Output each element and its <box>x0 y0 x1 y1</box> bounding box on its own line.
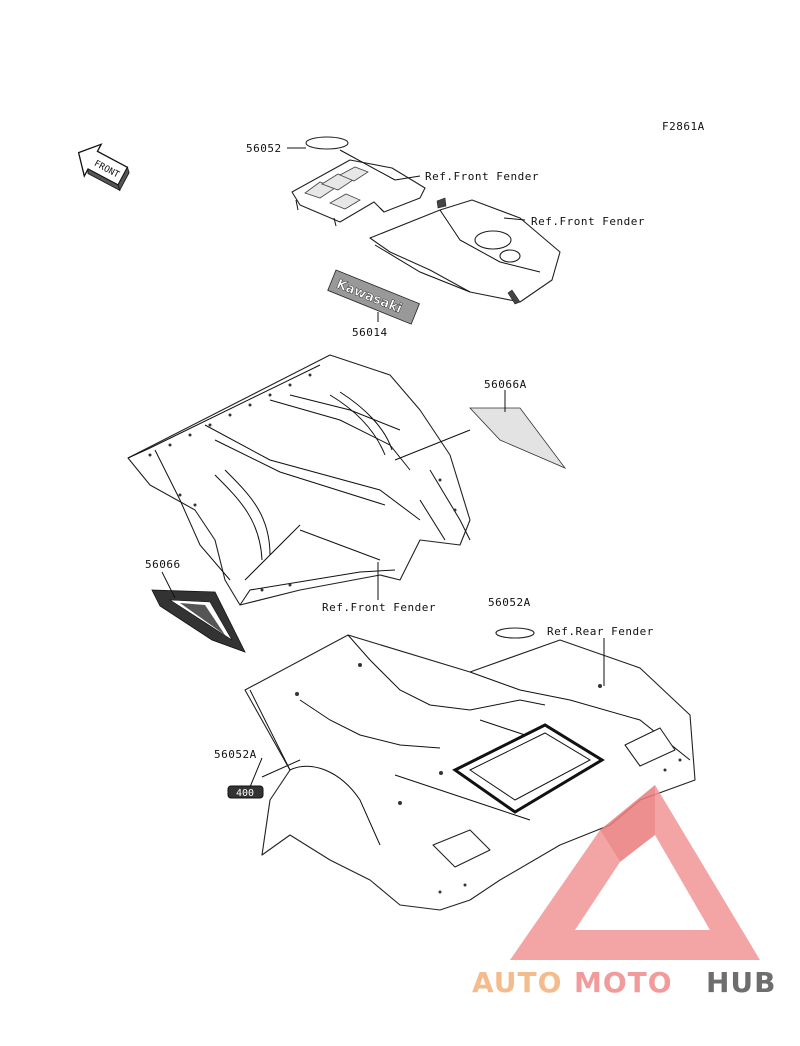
model-badge-400: 400 <box>227 785 264 799</box>
callout-ref-front-fender-3: Ref.Front Fender <box>322 601 436 614</box>
callout-56052a-top: 56052A <box>488 596 531 609</box>
rear-fender-middle-part <box>127 354 567 653</box>
figure-code: F2861A <box>662 120 705 133</box>
watermark-hub: HUB <box>706 966 777 999</box>
side-decal-56066 <box>151 589 246 653</box>
watermark-auto: AUTO <box>472 966 562 999</box>
oval-decal-top <box>305 136 349 150</box>
front-arrow-icon: FRONT <box>77 143 130 192</box>
callout-56014: 56014 <box>352 326 388 339</box>
watermark-logo: AUTO MOTO HUB <box>472 785 777 999</box>
leader-lines <box>161 147 605 788</box>
front-fender-top-part: Kawasaki <box>291 136 561 325</box>
callout-ref-front-fender-2: Ref.Front Fender <box>531 215 645 228</box>
callout-56052a-left: 56052A <box>214 748 257 761</box>
svg-text:400: 400 <box>236 788 254 799</box>
callout-ref-front-fender-1: Ref.Front Fender <box>425 170 539 183</box>
oval-decal-rear <box>495 627 535 639</box>
callout-ref-rear-fender: Ref.Rear Fender <box>547 625 654 638</box>
watermark-triangle-icon <box>510 785 760 960</box>
callout-56066: 56066 <box>145 558 181 571</box>
watermark-moto: MOTO <box>574 966 673 999</box>
callout-labels: 56052 Ref.Front Fender Ref.Front Fender … <box>145 142 654 761</box>
side-decal-56066a <box>469 407 567 469</box>
callout-56052: 56052 <box>246 142 282 155</box>
rear-fender-bottom-part: 400 <box>227 627 696 911</box>
callout-56066a: 56066A <box>484 378 527 391</box>
